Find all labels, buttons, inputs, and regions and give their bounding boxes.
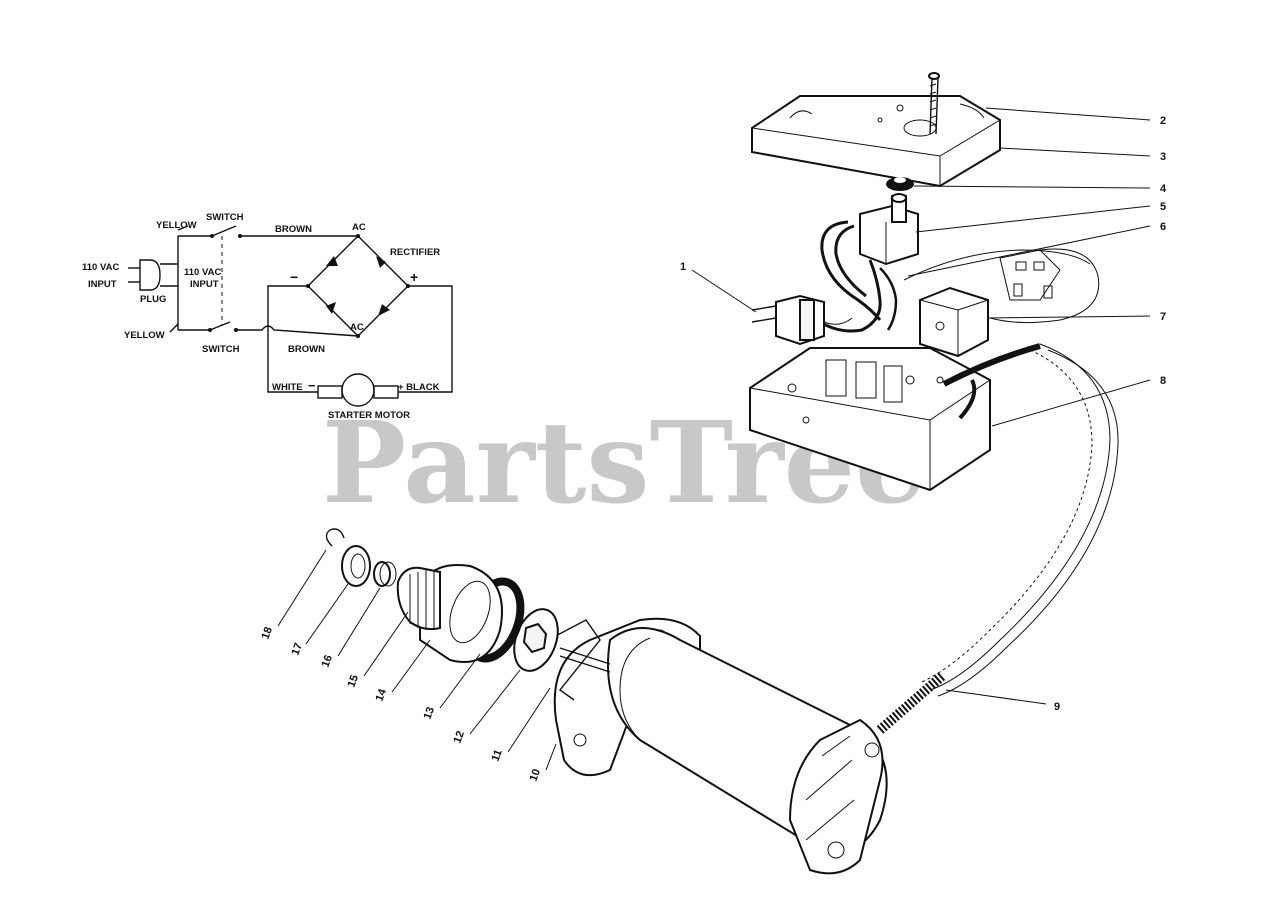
cover-screw (928, 72, 940, 135)
wiring-schematic: YELLOW SWITCH BROWN AC RECTIFIER + − 110… (82, 212, 453, 421)
control-box-cover (751, 95, 1001, 188)
drive-parts (325, 528, 601, 701)
callout-11: 11 (490, 748, 505, 763)
label-ac-top: AC (352, 222, 366, 233)
grommet (886, 177, 914, 191)
label-110vac-center: 110 VAC (184, 267, 221, 278)
label-black: + BLACK (398, 382, 440, 393)
label-switch-top: SWITCH (206, 212, 244, 223)
callout-2: 2 (1160, 115, 1166, 127)
label-110vac-left: 110 VAC (82, 262, 119, 273)
callout-17: 17 (290, 641, 305, 657)
starter-motor (553, 617, 888, 875)
label-white: WHITE (272, 382, 303, 393)
callout-15: 15 (346, 673, 361, 689)
snap-ring (325, 528, 345, 547)
label-rectifier: RECTIFIER (390, 247, 440, 258)
label-starter-motor: STARTER MOTOR (328, 410, 410, 421)
spring-ring (373, 561, 391, 587)
spring-clip (547, 619, 601, 701)
callout-9: 9 (1054, 701, 1060, 713)
label-input-left: INPUT (88, 279, 117, 290)
callout-leaders (277, 107, 1151, 771)
callout-13: 13 (422, 705, 437, 721)
callout-18: 18 (260, 625, 275, 641)
label-plus: + (410, 269, 418, 285)
callout-12: 12 (452, 729, 467, 745)
wiring-harness (819, 220, 1100, 333)
callout-4: 4 (1160, 183, 1167, 195)
starter-switch (859, 193, 919, 266)
rectifier-module (919, 286, 989, 358)
label-input-center: INPUT (190, 279, 219, 290)
callout-3: 3 (1160, 151, 1166, 163)
label-minus: − (290, 269, 298, 285)
callout-7: 7 (1160, 311, 1166, 323)
label-yellow-bottom: YELLOW (124, 330, 165, 341)
callout-14: 14 (374, 687, 390, 703)
label-plug: PLUG (140, 294, 166, 305)
pinion-gear (396, 566, 441, 631)
callout-8: 8 (1160, 375, 1166, 387)
power-plug (751, 294, 853, 346)
control-box-base (749, 347, 991, 492)
label-switch-bottom: SWITCH (202, 344, 240, 355)
callout-5: 5 (1160, 201, 1166, 213)
callout-numbers: 1 2 3 4 5 6 7 8 9 10 11 12 13 14 15 16 1… (260, 115, 1167, 783)
flat-washer (341, 545, 371, 587)
callout-16: 16 (320, 653, 335, 669)
label-yellow-top: YELLOW (156, 220, 197, 231)
plug-symbol (139, 259, 161, 291)
callout-10: 10 (528, 767, 543, 783)
motor-cable (876, 343, 1119, 734)
callout-6: 6 (1160, 221, 1166, 233)
label-brown-bottom: BROWN (288, 344, 325, 355)
label-brown-top: BROWN (275, 224, 312, 235)
label-ac-bottom: AC (350, 322, 364, 333)
callout-1: 1 (680, 261, 686, 273)
label-white-minus: − (308, 378, 316, 393)
